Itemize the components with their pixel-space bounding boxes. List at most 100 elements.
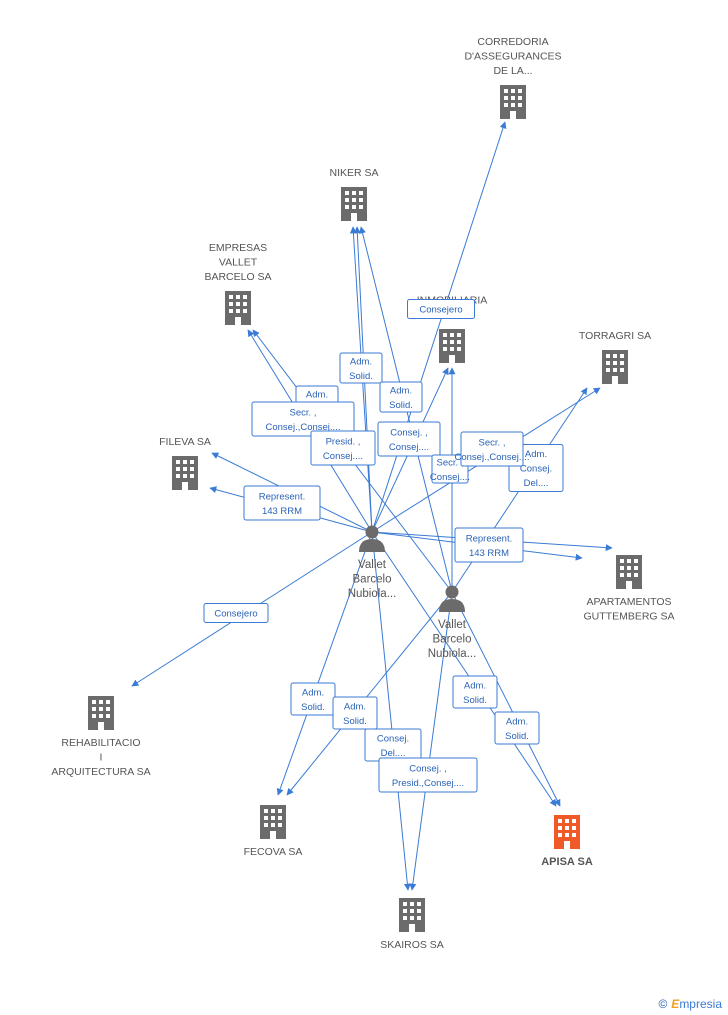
edge-role-text: Consej.,Consej.... [455,452,530,463]
edge-role-text: Represent. [259,491,305,502]
brand-footer[interactable]: ©Empresia [658,997,722,1011]
edge-role-label[interactable]: Consejero [407,299,475,319]
building-icon [88,696,114,730]
edge-role-text: Represent. [466,533,512,544]
edge-role-text: Consej.... [323,451,363,462]
edge-role-label[interactable]: Adm.Solid. [452,675,498,709]
edge-role-box [431,454,469,484]
edge-role-label[interactable]: Secr. , Consej.... [430,454,470,484]
edge-role-label[interactable]: Represent. 143 RRM [454,527,524,563]
edge-role-box [407,299,475,319]
edge-role-text: Presid. , [326,436,361,447]
person-name-line: Barcelo [433,634,472,646]
edge-role-label[interactable]: Consejero [203,603,269,623]
edge-role-label[interactable]: Consej.Del.... [364,728,422,762]
edge-role-text: Consej.,Consej.... [266,422,341,433]
edge-role-box [494,711,540,745]
company-name-line: FECOVA SA [244,846,303,858]
relation-edge [371,531,411,891]
person-name-line: Vallet [358,559,387,571]
edge-role-label[interactable]: Presid. , Consej.... [310,430,376,466]
edge-role-box [243,485,321,521]
edge-role-box [310,430,376,466]
relation-edge [276,531,373,796]
person-name-line: Nubiola... [348,588,397,600]
company-name-line: BARCELO SA [204,271,271,283]
edge-role-text: Adm. [525,449,547,460]
edge-role-text: Consej.... [430,472,470,483]
person-node[interactable]: ValletBarceloNubiola... [428,585,477,661]
edge-role-label[interactable]: Secr. , Consej.,Consej.... [251,401,355,437]
brand-logo-initial: E [671,997,680,1011]
company-name-line: DE LA... [493,65,532,77]
edge-role-text: Presid.,Consej.... [392,778,464,789]
edge-role-box [454,527,524,563]
person-icon [359,525,385,552]
edge-role-label[interactable]: Represent. 143 RRM [243,485,321,521]
person-name-line: Vallet [438,619,467,631]
company-node-skairos[interactable]: SKAIROS SA [380,898,444,951]
relation-edge [371,121,507,533]
edge-role-text: 143 RRM [469,548,509,559]
relation-edge [371,531,557,807]
company-name-line: SKAIROS SA [380,939,444,951]
building-icon [172,456,198,490]
edge-role-text: Consej. [520,464,552,475]
edge-role-label[interactable]: Adm. Solid. [290,682,336,716]
company-node-apisa[interactable]: APISA SA [541,815,593,868]
building-icon [500,85,526,119]
edge-role-box [251,401,355,437]
edges-layer [131,121,613,891]
edge-role-text: Consejero [214,609,257,620]
edge-role-text: Adm. [306,389,328,400]
edge-role-text: Consej. , [390,427,428,438]
copyright-icon: © [658,997,668,1011]
edge-role-text: Adm. [464,680,486,691]
person-node[interactable]: ValletBarceloNubiola... [348,525,397,601]
company-node-fecova[interactable]: FECOVA SA [244,805,303,858]
company-node-niker[interactable]: NIKER SA [329,167,379,221]
company-node-fileva[interactable]: FILEVA SA [159,436,211,490]
building-icon [225,291,251,325]
edge-role-label[interactable]: Adm.Solid. [332,696,378,730]
edge-role-box [379,381,423,413]
edge-role-text: Consej. , [409,763,447,774]
company-name-line: GUTTEMBERG SA [583,611,674,623]
company-node-torragri[interactable]: TORRAGRI SA [579,330,651,384]
edge-role-label[interactable]: Adm.Solid. [494,711,540,745]
building-icon [439,329,465,363]
edge-role-text: Secr. , [437,457,464,468]
relation-edge [409,591,453,891]
edge-role-text: Adm. [302,687,324,698]
edge-role-text: Solid. [301,702,325,713]
edge-role-text: Secr. , [290,407,317,418]
person-name-line: Barcelo [353,574,392,586]
edge-role-text: Solid. [343,716,367,727]
company-name-line: NIKER SA [329,167,378,179]
person-icon [439,585,465,612]
edge-role-label[interactable]: Consej. , Presid.,Consej.... [378,757,478,793]
edge-role-label[interactable]: Adm.Solid. [379,381,423,413]
building-icon [616,555,642,589]
company-name-line: REHABILITACIO [61,737,140,749]
building-icon [341,187,367,221]
edge-role-label[interactable]: Adm.Solid. [339,352,383,384]
edge-role-text: Del.... [381,748,406,759]
edge-role-box [378,757,478,793]
edge-role-text: Solid. [505,731,529,742]
edge-role-label[interactable]: Consej. ,Consej.... [377,421,441,457]
edge-role-box [452,675,498,709]
edge-role-text: 143 RRM [262,506,302,517]
person-name-line: Nubiola... [428,648,477,660]
edge-role-label[interactable]: Secr. ,Consej.,Consej.... [455,431,530,467]
edge-role-text: Del.... [524,478,549,489]
company-name-line: I [100,752,103,764]
edge-role-text: Adm. [390,385,412,396]
company-name-line: D'ASSEGURANCES [464,51,561,63]
